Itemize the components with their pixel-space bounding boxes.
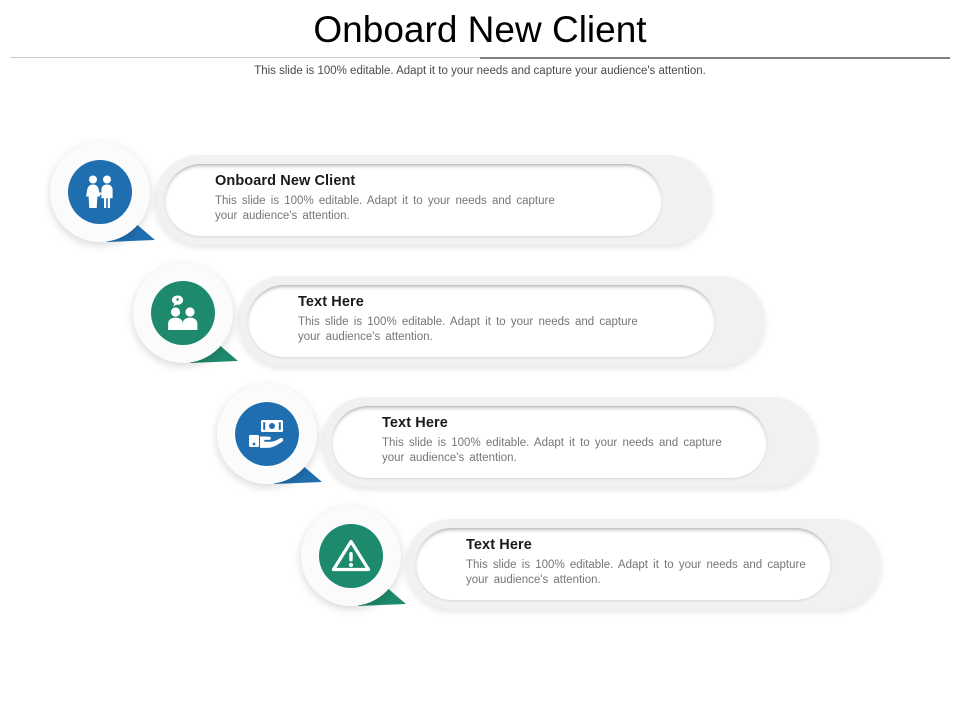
step-heading: Text Here [466, 537, 532, 553]
divider-right-segment [480, 57, 950, 59]
step-body: This slide is 100% editable. Adapt it to… [382, 437, 722, 464]
step-body: This slide is 100% editable. Adapt it to… [298, 316, 638, 343]
step-heading: Text Here [382, 415, 448, 431]
step-badge[interactable] [133, 263, 233, 363]
step-inner-capsule [165, 164, 662, 236]
slide-header: Onboard New Client This slide is 100% ed… [0, 0, 960, 90]
step-heading: Text Here [298, 294, 364, 310]
badge-disc [68, 160, 132, 224]
step-badge[interactable] [301, 506, 401, 606]
title-divider [10, 57, 950, 59]
page-subtitle: This slide is 100% editable. Adapt it to… [254, 65, 706, 77]
step-inner-capsule [416, 528, 831, 600]
hand-holding-money-icon [249, 420, 284, 448]
step-text-block: Onboard New Client This slide is 100% ed… [215, 172, 555, 224]
divider-left-segment [10, 57, 480, 58]
step-text-block: Text Here This slide is 100% editable. A… [382, 414, 722, 466]
step-body: This slide is 100% editable. Adapt it to… [466, 559, 806, 586]
two-people-chat-icon [168, 295, 198, 330]
page-title: Onboard New Client [313, 9, 647, 50]
step-inner-capsule [248, 285, 715, 357]
step-text-block: Text Here This slide is 100% editable. A… [298, 293, 638, 345]
step-text-block: Text Here This slide is 100% editable. A… [466, 536, 806, 588]
step-heading: Onboard New Client [215, 173, 356, 189]
badge-ring [217, 384, 317, 484]
badge-disc [235, 402, 299, 466]
step-body: This slide is 100% editable. Adapt it to… [215, 195, 555, 222]
badge-disc [319, 524, 383, 588]
step-badge[interactable] [50, 142, 150, 242]
couple-icon [86, 175, 113, 208]
step-badge[interactable] [217, 384, 317, 484]
badge-disc [151, 281, 215, 345]
warning-triangle-icon [331, 539, 371, 572]
step-inner-capsule [332, 406, 767, 478]
